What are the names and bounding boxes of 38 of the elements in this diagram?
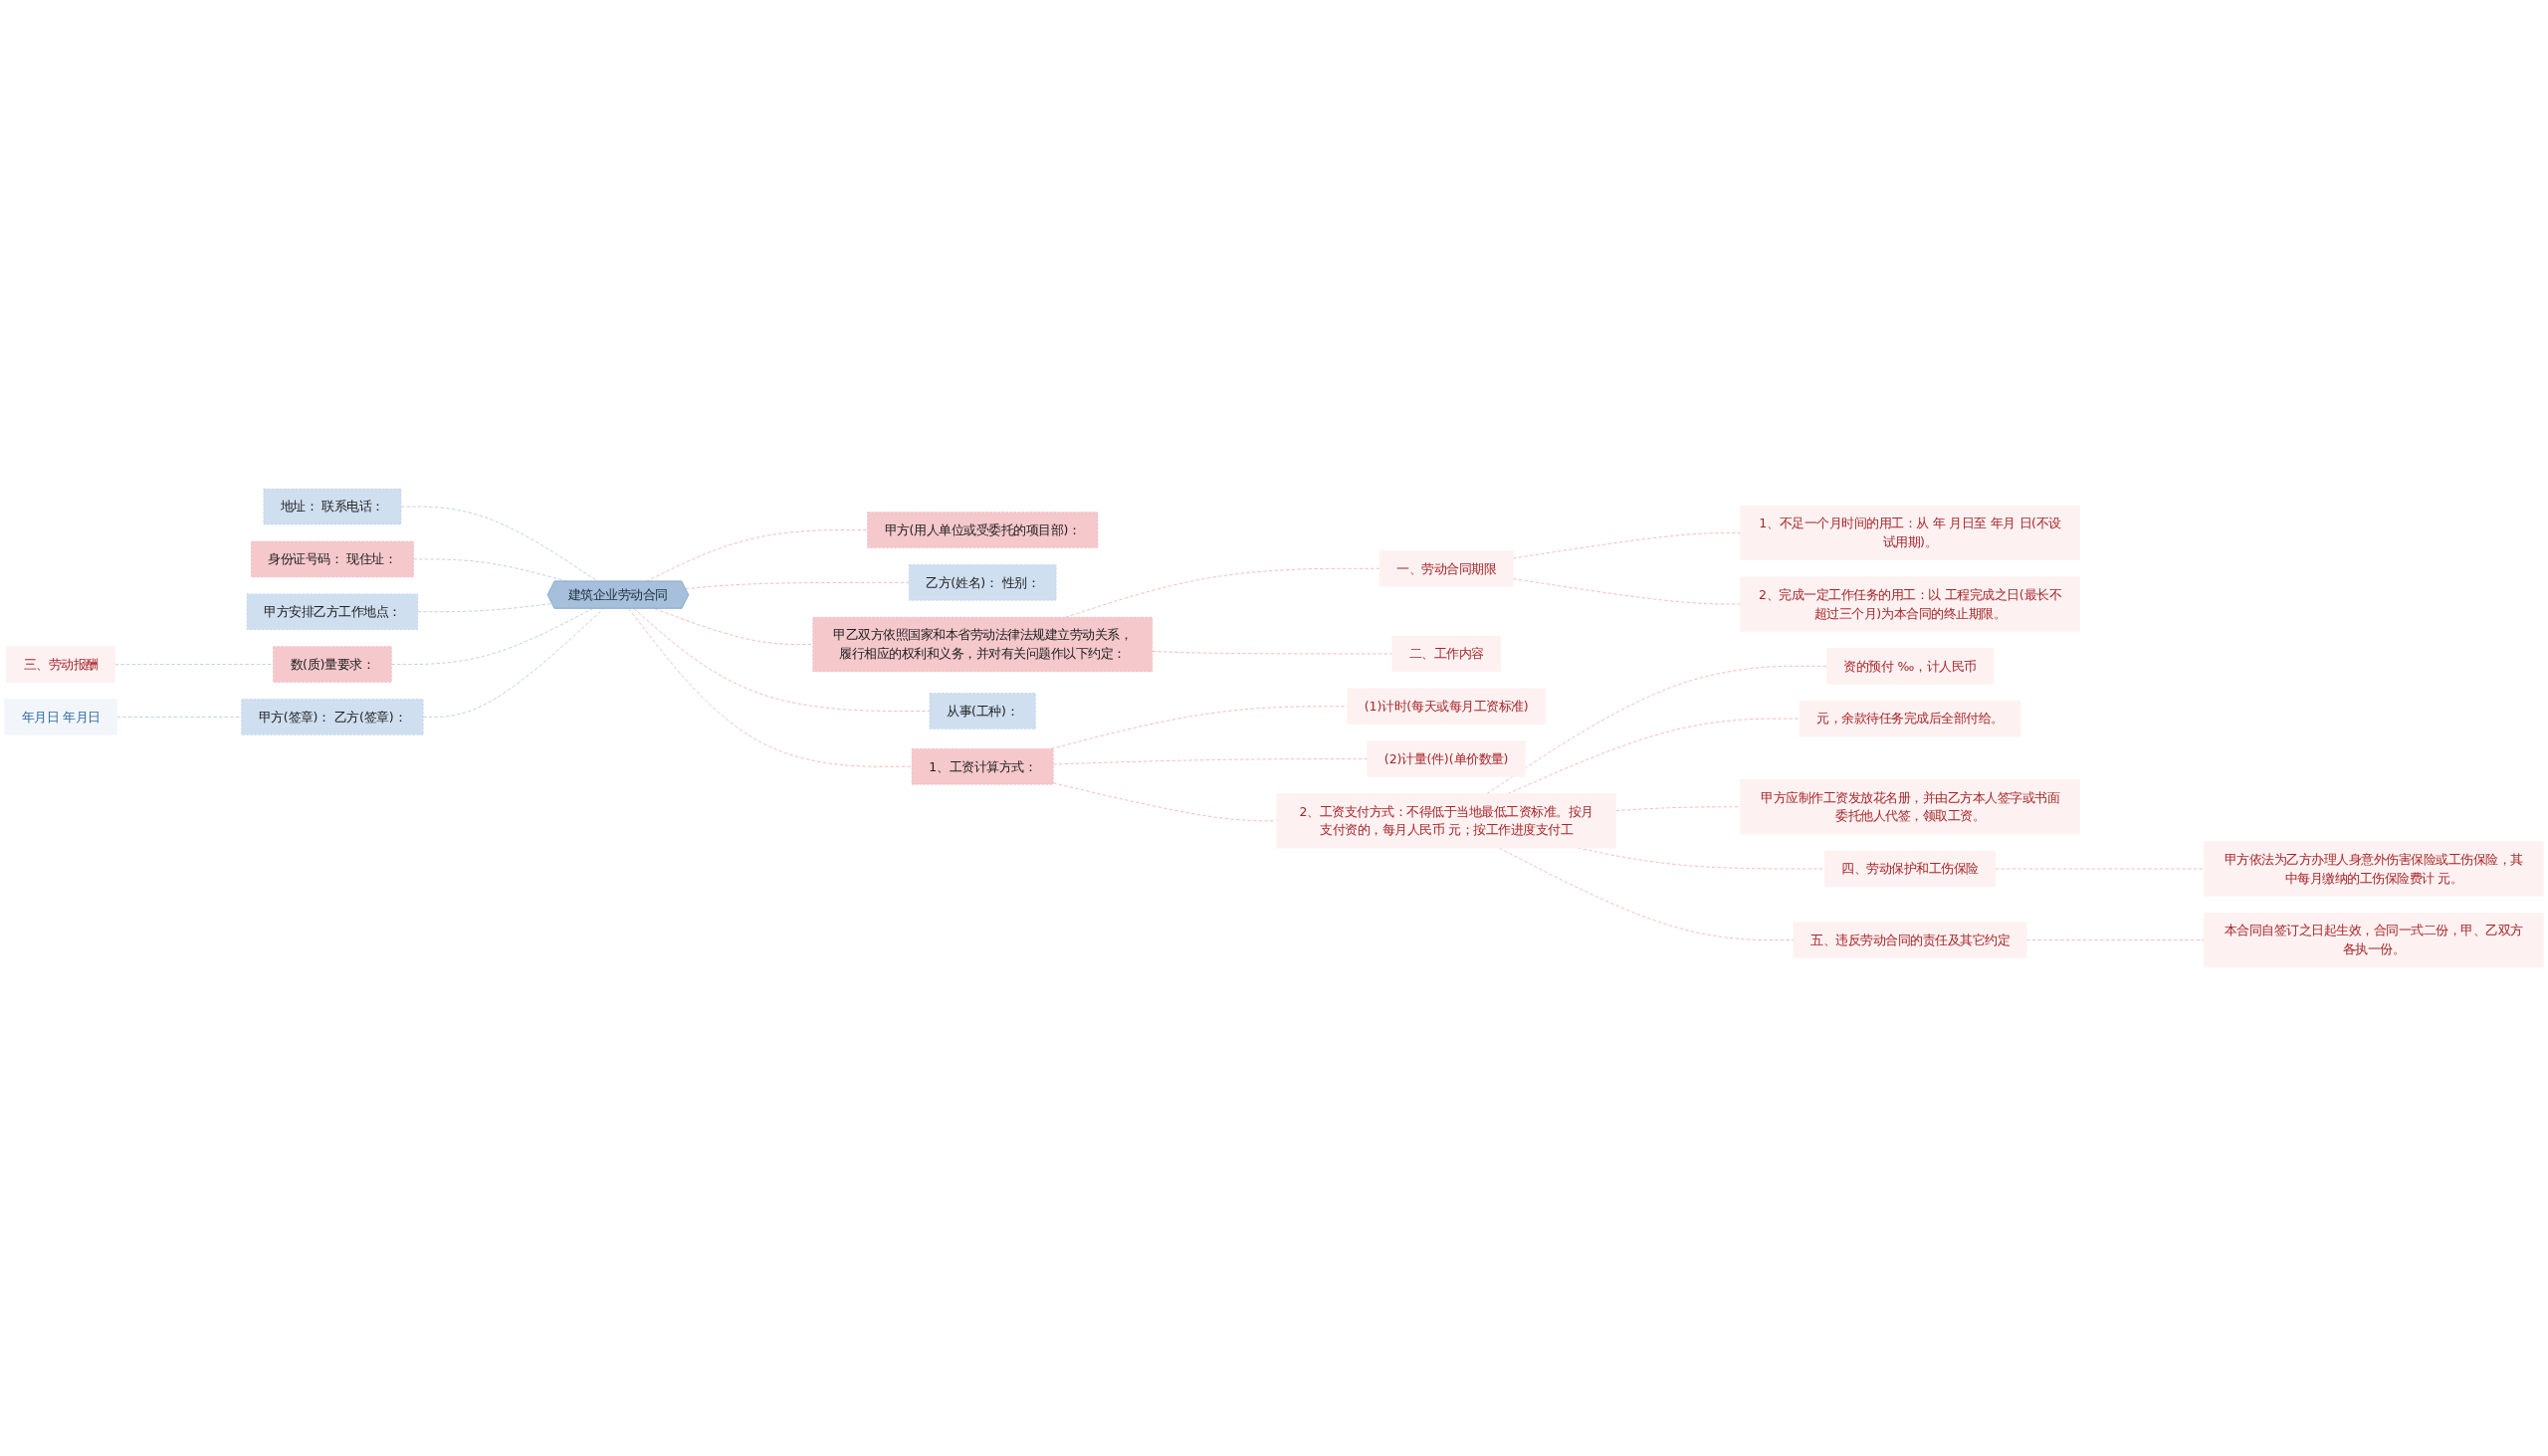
- node-box: 1、工资计算方式：: [911, 748, 1054, 785]
- node-box: 一、劳动合同期限: [1379, 550, 1514, 587]
- connector: [628, 608, 913, 767]
- connector: [417, 603, 553, 613]
- connector: [2025, 939, 2205, 941]
- connector: [1052, 758, 1369, 765]
- node-box: 二、工作内容: [1391, 635, 1501, 673]
- node-box: 2、完成一定工作任务的用工：以 工程完成之日(最长不超过三个月)为本合同的终止期限。: [1740, 576, 2080, 632]
- connector: [654, 608, 814, 645]
- node-box: 四、劳动保护和工伤保险: [1823, 850, 1997, 888]
- connector: [685, 581, 910, 590]
- node-box: 乙方(姓名)： 性别：: [909, 564, 1057, 601]
- node-box: 身份证号码： 现住址：: [251, 540, 414, 578]
- node-box: 本合同自签订之日起生效，合同一式二份，甲、乙双方各执一份。: [2204, 913, 2544, 968]
- node-box: 1、不足一个月时间的用工：从 年 月日至 年月 日(不设试用期)。: [1740, 505, 2080, 561]
- node-box: 甲方依法为乙方办理人身意外伤害保险或工伤保险，其中每月缴纳的工伤保险费计 元。: [2204, 841, 2544, 897]
- node-box: (2)计量(件)(单价数量): [1367, 740, 1526, 777]
- connector: [633, 608, 931, 712]
- connector: [114, 664, 274, 666]
- connector: [400, 506, 599, 582]
- node-box: 数(质)量要求：: [273, 646, 392, 683]
- node-box: 甲方(签章)： 乙方(签章)：: [241, 699, 424, 735]
- node-box: 年月日 年月日: [4, 699, 117, 735]
- node-box: 甲方安排乙方工作地点：: [246, 593, 418, 630]
- connector: [645, 529, 868, 582]
- node-box: 五、违反劳动合同的责任及其它约定: [1793, 922, 2027, 958]
- node-box: 地址： 联系电话：: [263, 488, 402, 525]
- node-box: 甲方(用人单位或受委托的项目部)：: [867, 512, 1099, 548]
- connector: [1615, 806, 1742, 811]
- connector: [1486, 665, 1827, 794]
- node-box: 三、劳动报酬: [6, 646, 115, 683]
- node-box: 甲乙双方依照国家和本省劳动法律法规建立劳动关系，履行相应的权利和义务，并对有关问题作以下约定：: [812, 617, 1153, 673]
- node-box: 从事(工种)：: [929, 693, 1036, 729]
- node-box: 元，余款待任务完成后全部付给。: [1799, 700, 2021, 737]
- node-box: 2、工资支付方式：不得低于当地最低工资标准。按月支付资的，每月人民币 元；按工作进度支付工: [1276, 793, 1616, 849]
- node-box: 资的预付 ‰，计人民币: [1826, 648, 1995, 685]
- connector: [422, 608, 604, 718]
- connector: [116, 716, 243, 718]
